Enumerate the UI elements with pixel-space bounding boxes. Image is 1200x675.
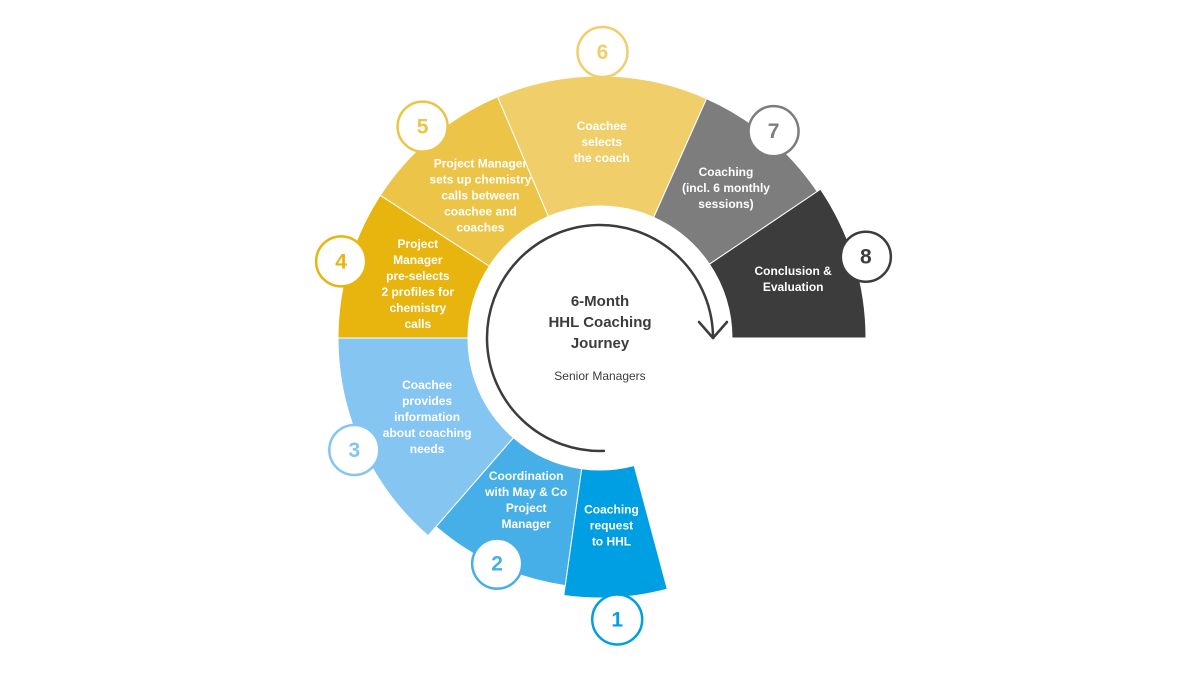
- center-title-line: 6-Month: [571, 293, 629, 310]
- step-number-3: 3: [348, 439, 360, 462]
- step-label-line: Coaching: [699, 165, 754, 179]
- center-title-line: Journey: [571, 335, 630, 352]
- center-title-line: HHL Coaching: [548, 314, 651, 331]
- step-segment-8: [708, 188, 867, 339]
- step-number-4: 4: [335, 250, 347, 273]
- step-label-line: Coaching: [584, 503, 639, 517]
- step-label-7: Coaching (incl. 6 monthly sessions): [682, 165, 770, 211]
- step-label-line: sessions): [698, 197, 753, 211]
- journey-arrow-arc: [485, 223, 715, 453]
- step-label-line: Project Manager: [434, 157, 528, 171]
- step-badge-8: [839, 230, 893, 283]
- step-number-2: 2: [491, 553, 503, 576]
- step-label-line: coachee and: [444, 205, 517, 219]
- step-label-line: Manager: [502, 517, 552, 531]
- step-badge-7: [747, 104, 800, 158]
- step-label-line: (incl. 6 monthly: [682, 181, 770, 195]
- journey-segments: Coaching request to HHL Coordination with Ma…: [337, 75, 867, 599]
- step-label-line: sets up chemistry: [429, 173, 531, 187]
- step-badge-6: [576, 25, 629, 79]
- step-label-line: Coordination: [489, 469, 564, 483]
- step-number-badges: 1 2 3 4 5 6 7 8: [314, 25, 893, 646]
- step-segment-3: [337, 337, 515, 537]
- step-label-line: Project: [397, 237, 438, 251]
- step-number-8: 8: [860, 246, 872, 269]
- step-label-line: Coachee: [577, 119, 627, 133]
- step-badge-4: [314, 235, 368, 288]
- step-label-line: Coachee: [402, 378, 452, 392]
- step-segment-1: [563, 464, 668, 599]
- step-badge-2: [470, 537, 524, 590]
- step-label-line: pre-selects: [386, 269, 450, 283]
- step-label-line: provides: [402, 394, 452, 408]
- step-label-line: calls: [404, 317, 431, 331]
- step-label-line: Project: [506, 501, 547, 515]
- step-label-line: chemistry: [389, 301, 446, 315]
- step-label-line: coaches: [456, 221, 504, 235]
- step-label-line: the coach: [574, 151, 630, 165]
- step-label-line: information: [394, 410, 460, 424]
- step-label-line: calls between: [441, 189, 519, 203]
- step-label-line: Manager: [393, 253, 443, 267]
- step-label-6: Coachee selects the coach: [574, 119, 630, 165]
- step-badge-3: [328, 423, 381, 477]
- step-label-line: to HHL: [592, 535, 631, 549]
- step-badge-1: [590, 593, 644, 646]
- step-label-line: selects: [581, 135, 622, 149]
- step-label-1: Coaching request to HHL: [584, 503, 639, 549]
- step-label-line: Evaluation: [763, 280, 824, 294]
- step-number-5: 5: [417, 116, 429, 139]
- step-number-6: 6: [597, 41, 609, 64]
- step-label-8: Conclusion & Evaluation: [755, 264, 833, 294]
- step-number-1: 1: [611, 608, 623, 631]
- step-label-line: 2 profiles for: [381, 285, 454, 299]
- step-label-line: about coaching: [383, 426, 472, 440]
- center-subtitle: Senior Managers: [554, 369, 645, 383]
- step-label-5: Project Manager sets up chemistry calls be…: [429, 157, 531, 235]
- journey-arrow-head: [697, 320, 729, 340]
- step-label-line: needs: [410, 442, 445, 456]
- step-label-line: with May & Co: [484, 485, 567, 499]
- step-badge-5: [396, 100, 449, 153]
- step-number-7: 7: [768, 120, 780, 143]
- step-label-line: request: [590, 519, 633, 533]
- step-label-line: Conclusion &: [755, 264, 833, 278]
- journey-arrow: [485, 223, 729, 453]
- step-label-3: Coachee provides information about coaching…: [383, 378, 472, 456]
